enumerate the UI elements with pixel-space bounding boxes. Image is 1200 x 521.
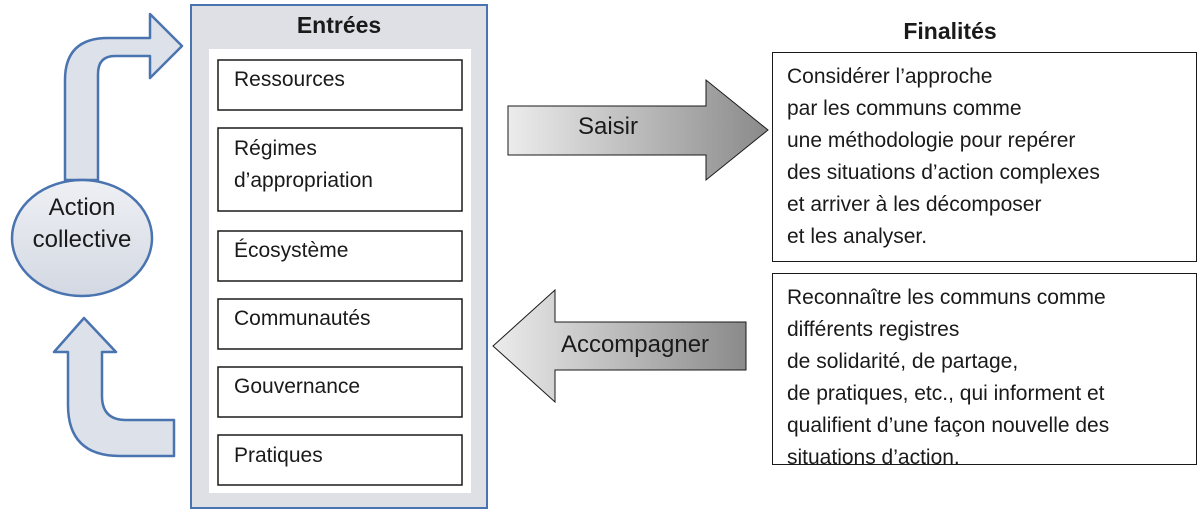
input-item-label: Pratiques <box>234 444 323 467</box>
arrow-saisir <box>507 78 769 182</box>
cycle-label-line1: Action <box>48 194 116 221</box>
finalite-1-line: par les communs comme <box>787 97 1022 120</box>
input-item-ressources: Ressources <box>234 64 345 96</box>
finalite-2-line: qualifient d’une façon nouvelle des <box>787 414 1110 437</box>
finalite-2-line: situations d’action. <box>787 446 960 469</box>
cycle-label: Action collective <box>12 192 152 256</box>
input-box <box>217 59 463 111</box>
input-item-ecosysteme: Écosystème <box>234 235 348 267</box>
input-box <box>217 298 463 350</box>
finalite-1-line: Considérer l’approche <box>787 65 993 88</box>
finalites-title: Finalités <box>903 18 997 44</box>
finalite-1-line: et arriver à les décomposer <box>787 193 1042 216</box>
finalite-box-1: Considérer l’approche par les communs co… <box>772 52 1197 262</box>
finalite-2-line: Reconnaître les communs comme <box>787 286 1106 309</box>
finalite-box-2: Reconnaître les communs comme différents… <box>772 273 1197 469</box>
finalite-2-line: de solidarité, de partage, <box>787 350 1019 373</box>
finalite-1-line: des situations d’action complexes <box>787 161 1100 184</box>
input-box <box>217 230 463 282</box>
cycle-arrow-top <box>63 12 184 182</box>
input-item-label: d’appropriation <box>234 169 373 192</box>
cycle-label-line2: collective <box>32 226 132 253</box>
input-item-regimes: Régimes d’appropriation <box>234 133 373 197</box>
input-item-label: Écosystème <box>234 239 349 262</box>
arrow-saisir-label: Saisir <box>577 113 638 140</box>
input-item-label: Ressources <box>234 68 345 91</box>
input-item-pratiques: Pratiques <box>234 440 323 472</box>
input-box <box>217 127 463 212</box>
finalite-1-line: et les analyser. <box>787 225 928 248</box>
arrow-accompagner <box>492 288 747 404</box>
input-item-communautes: Communautés <box>234 303 371 335</box>
inputs-title: Entrées <box>296 12 382 38</box>
cycle-arrow-bottom <box>52 316 176 458</box>
arrow-accompagner-label: Accompagner <box>560 331 710 358</box>
finalite-2-line: de pratiques, etc., qui informent et <box>787 382 1105 405</box>
input-item-label: Gouvernance <box>234 375 361 398</box>
finalite-1-line: une méthodologie pour repérer <box>787 129 1076 152</box>
input-box <box>217 434 463 486</box>
cycle-ellipse <box>10 178 154 298</box>
input-item-gouvernance: Gouvernance <box>234 371 360 403</box>
input-box <box>217 366 463 418</box>
input-item-label: Communautés <box>234 307 371 330</box>
input-item-label: Régimes <box>234 137 317 160</box>
finalite-2-line: différents registres <box>787 318 960 341</box>
